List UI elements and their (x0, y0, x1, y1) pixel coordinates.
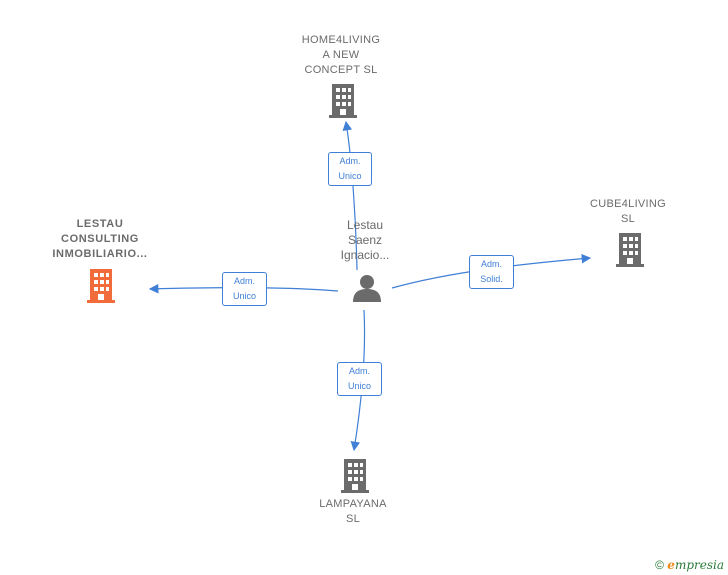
edge-label-top: Adm. Unico (328, 152, 372, 186)
brand-logo: empresia (667, 558, 724, 572)
node-label-top[interactable]: HOME4LIVING A NEW CONCEPT SL (301, 34, 381, 76)
footer-brand: © empresia (655, 558, 724, 572)
building-icon[interactable] (329, 84, 357, 118)
building-icon[interactable] (341, 459, 369, 493)
edge-label-left: Adm. Unico (222, 272, 267, 306)
building-icon[interactable] (87, 269, 115, 303)
edge-label-right: Adm. Solid. (469, 255, 514, 289)
node-label-bottom[interactable]: LAMPAYANA SL (319, 498, 387, 525)
node-label-right[interactable]: CUBE4LIVING SL (589, 198, 667, 225)
person-icon[interactable] (353, 275, 381, 302)
node-label-left[interactable]: LESTAU CONSULTING INMOBILIARIO... (52, 218, 148, 260)
person-label[interactable]: Lestau Saenz Ignacio... (340, 218, 390, 262)
copyright-symbol: © (655, 558, 664, 572)
building-icon[interactable] (616, 233, 644, 267)
edge-label-bottom: Adm. Unico (337, 362, 382, 396)
edge-top (342, 120, 358, 271)
